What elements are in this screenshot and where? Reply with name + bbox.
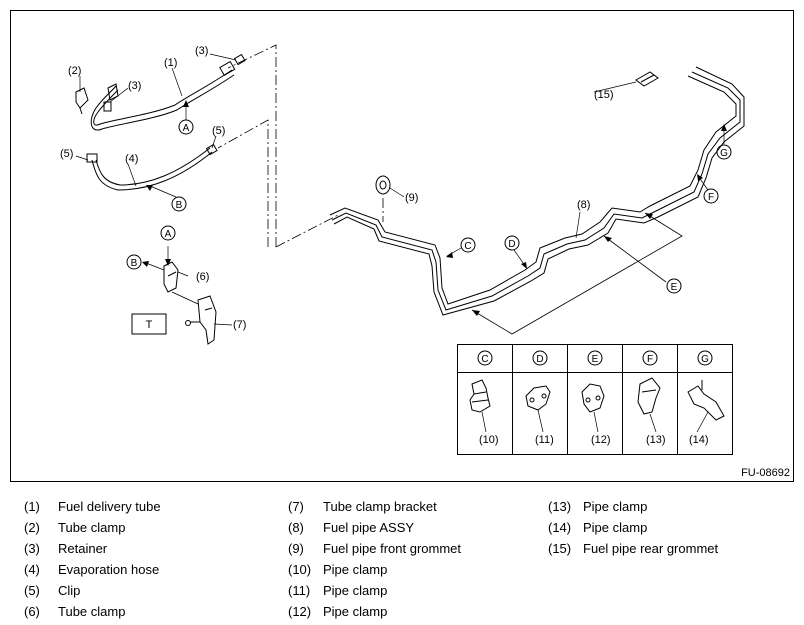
legend-item: (8)Fuel pipe ASSY: [288, 520, 415, 535]
label-part-5-right: (5): [212, 125, 225, 137]
label-part-7: (7): [233, 319, 246, 331]
view-marker-c: C: [460, 237, 476, 253]
view-arrowheads: [142, 100, 727, 269]
svg-text:G: G: [701, 354, 709, 365]
legend-item: (3)Retainer: [24, 541, 108, 556]
tube-clamp-2: [75, 87, 89, 115]
tube-clamp-6: [163, 261, 179, 293]
legend-item: (9)Fuel pipe front grommet: [288, 541, 462, 556]
label-part-4: (4): [125, 153, 138, 165]
svg-text:D: D: [536, 354, 543, 365]
legend-item: (2)Tube clamp: [24, 520, 126, 535]
detail-leaders: [481, 409, 709, 433]
pipe-clamp-14: [687, 380, 725, 421]
label-part-6: (6): [196, 271, 209, 283]
legend-item: (12)Pipe clamp: [288, 604, 388, 619]
label-part-2: (2): [68, 65, 81, 77]
svg-text:D: D: [508, 239, 515, 250]
fuel-pipe-assy: [329, 66, 745, 316]
svg-text:E: E: [671, 282, 678, 293]
label-part-9: (9): [405, 192, 418, 204]
view-marker-f: F: [703, 188, 719, 204]
view-e-arrowhead-3: [604, 236, 612, 242]
pipe-clamp-11: [525, 385, 551, 411]
label-part-15: (15): [594, 89, 614, 101]
detail-label-12: (12): [591, 434, 611, 446]
exploded-diagram: T: [10, 10, 794, 482]
detail-header-d: D: [532, 350, 548, 366]
detail-label-10: (10): [479, 434, 499, 446]
evaporation-hose: [86, 143, 218, 191]
pipe-clamp-10: [469, 379, 491, 413]
svg-text:G: G: [720, 148, 728, 159]
detail-label-13: (13): [646, 434, 666, 446]
label-part-8: (8): [577, 199, 590, 211]
legend-item: (6)Tube clamp: [24, 604, 126, 619]
detail-header-e: E: [587, 350, 603, 366]
legend-column-1: (1)Fuel delivery tube (2)Tube clamp (3)R…: [24, 496, 161, 622]
figure-id: FU-08692: [741, 467, 790, 479]
view-marker-b-left: B: [171, 196, 187, 212]
svg-text:A: A: [165, 229, 172, 240]
view-e-arrowhead-1: [472, 310, 480, 316]
legend-column-2: (7)Tube clamp bracket (8)Fuel pipe ASSY …: [288, 496, 461, 622]
svg-text:E: E: [592, 354, 599, 365]
svg-text:B: B: [131, 258, 138, 269]
diagram-frame: [10, 10, 794, 482]
fuel-delivery-tube: [90, 60, 236, 131]
view-e-arrows: [471, 212, 683, 335]
retainer-3-left: [103, 101, 112, 112]
legend-item: (5)Clip: [24, 583, 81, 598]
assembly-line: [171, 291, 199, 305]
view-marker-a-top: A: [178, 119, 194, 135]
view-marker-a-bracket: A: [160, 225, 176, 241]
pipe-clamp-13: [637, 377, 661, 415]
pipe-clamp-12: [581, 383, 605, 413]
legend-item: (11)Pipe clamp: [288, 583, 388, 598]
reference-lines: [217, 44, 384, 248]
detail-header-c: C: [477, 350, 493, 366]
label-part-3-top: (3): [195, 45, 208, 57]
legend-item: (13)Pipe clamp: [548, 499, 648, 514]
legend-column-3: (13)Pipe clamp (14)Pipe clamp (15)Fuel p…: [548, 496, 718, 559]
label-part-3-left: (3): [128, 80, 141, 92]
detail-header-f: F: [642, 350, 658, 366]
legend-item: (10)Pipe clamp: [288, 562, 388, 577]
tube-clamp-bracket: [185, 295, 217, 345]
legend-item: (15)Fuel pipe rear grommet: [548, 541, 719, 556]
legend-item: (14)Pipe clamp: [548, 520, 648, 535]
svg-text:A: A: [183, 123, 190, 134]
detail-table: [457, 344, 733, 455]
parts-legend: (1)Fuel delivery tube (2)Tube clamp (3)R…: [0, 490, 804, 625]
svg-text:F: F: [647, 354, 653, 365]
legend-item: (1)Fuel delivery tube: [24, 499, 161, 514]
view-marker-d: D: [504, 235, 520, 251]
legend-item: (7)Tube clamp bracket: [288, 499, 437, 514]
legend-item: (4)Evaporation hose: [24, 562, 160, 577]
tightening-torque-box: [131, 313, 167, 335]
view-e-arrowhead-2: [645, 213, 653, 219]
svg-text:C: C: [464, 241, 471, 252]
svg-text:B: B: [176, 200, 183, 211]
svg-text:F: F: [708, 192, 714, 203]
label-part-5-left: (5): [60, 148, 73, 160]
detail-label-14: (14): [689, 434, 709, 446]
detail-header-g: G: [697, 350, 713, 366]
leader-lines: [75, 53, 725, 326]
fuel-pipe-rear-grommet: [635, 71, 659, 87]
view-marker-g: G: [716, 144, 732, 160]
tightening-torque-label: T: [146, 319, 153, 331]
detail-label-11: (11): [535, 434, 554, 446]
retainer-3-top: [233, 53, 246, 66]
svg-text:C: C: [481, 354, 488, 365]
view-marker-e: E: [666, 278, 682, 294]
label-part-1: (1): [164, 57, 177, 69]
view-marker-b-bracket: B: [126, 254, 142, 270]
fuel-pipe-front-grommet: [375, 175, 391, 195]
